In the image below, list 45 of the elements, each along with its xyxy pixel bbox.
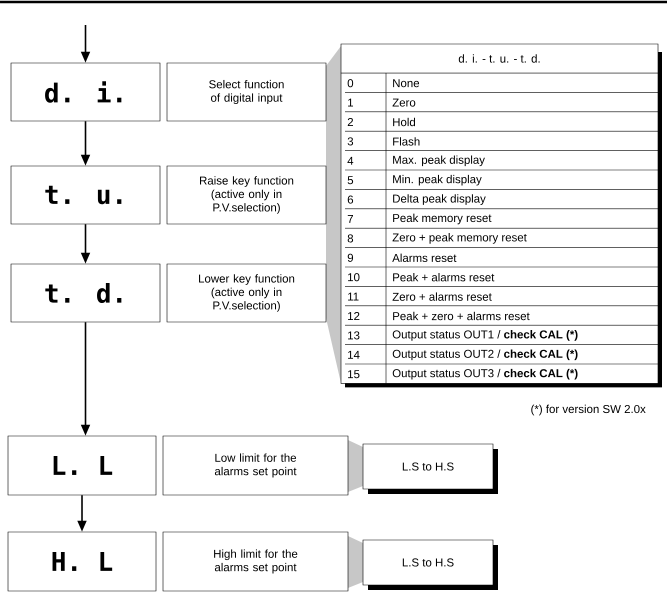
table-cell: Peak memory reset [393, 214, 492, 224]
table-cell: 14 [348, 350, 360, 359]
footnote: (*) for version SW 2.0x [531, 404, 646, 416]
table-cell: 2 [348, 118, 353, 126]
table-cell: 4 [347, 156, 354, 165]
table-cell: 9 [348, 254, 354, 262]
table-cell: 15 [348, 370, 360, 378]
description-box: Low limit for the alarms set point [162, 436, 348, 496]
display-box: H. L [8, 532, 156, 592]
table-cell: Zero + alarms reset [392, 292, 492, 301]
table-cell: 7 [348, 215, 353, 223]
table-cell: 8 [348, 234, 354, 242]
table-cell: Zero [392, 98, 416, 107]
table-cell: 0 [348, 79, 354, 88]
display-box: L. L [8, 436, 156, 496]
table-cell: 12 [348, 312, 360, 320]
table-cell: Delta peak display [393, 194, 486, 205]
display-box: t. d. [10, 264, 160, 322]
table-cell: 1 [348, 98, 354, 107]
table-cell: 5 [348, 176, 354, 184]
table-cell: 6 [348, 196, 354, 204]
table-cell: Min. peak display [393, 174, 482, 186]
table-cell: Output status OUT2 / check CAL (*) [392, 349, 578, 360]
table-header: d. i. - t. u. - t. d. [340, 44, 658, 74]
table-cell: Output status OUT1 / check CAL (*) [392, 330, 578, 341]
table-cell: Zero + peak memory reset [392, 233, 527, 244]
display-box: t. u. [10, 166, 160, 224]
description-box: Raise key function (active only in P.V.selection) [166, 166, 326, 224]
table-cell: 3 [348, 137, 354, 146]
value-box: L.S to H.S [362, 444, 498, 494]
description-box: Lower key function (active only in P.V.selection) [166, 264, 326, 322]
description-box: High limit for the alarms set point [162, 532, 348, 592]
table-cell: Output status OUT3 / check CAL (*) [392, 368, 578, 380]
display-box: d. i. [10, 62, 160, 122]
table-cell: 10 [348, 273, 360, 282]
table-cell: Max. peak display [393, 155, 485, 166]
table-cell: Hold [393, 118, 416, 126]
value-box: L.S to H.S [362, 540, 498, 590]
description-box: Select function of digital input [166, 62, 326, 122]
table-cell: 11 [348, 292, 359, 301]
table-cell: 13 [348, 331, 360, 340]
table-cell: Flash [393, 137, 420, 146]
table-cell: Peak + zero + alarms reset [393, 312, 530, 320]
table-cell: Alarms reset [392, 254, 456, 262]
table-cell: Peak + alarms reset [393, 273, 494, 282]
